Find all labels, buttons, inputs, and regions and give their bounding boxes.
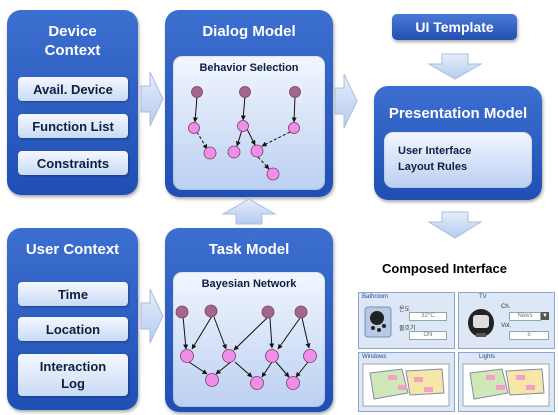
bathroom-thumbnail-title: Bathroom	[362, 294, 389, 300]
tv-channel-dropdown-icon: ▼	[541, 312, 549, 320]
user-context-panel: User Context Time Location Interaction L…	[7, 228, 138, 410]
bathroom-label-temp: 온도	[399, 307, 411, 313]
ui-template-pill: UI Template	[392, 14, 517, 40]
bayesian-network-title: Bayesian Network	[201, 278, 297, 290]
tv-volume-value: 5	[509, 331, 549, 340]
presentation-model-title: Presentation Model	[388, 105, 528, 122]
arrow-template-to-presentation	[427, 53, 483, 80]
tv-channel-value: News	[509, 312, 541, 321]
device-context-item-avail-device: Avail. Device	[18, 77, 128, 101]
bathroom-water-value: ON	[409, 331, 447, 340]
behavior-selection-box: Behavior Selection	[173, 56, 325, 190]
behavior-selection-title: Behavior Selection	[199, 62, 299, 74]
arrow-dialog-to-presentation	[334, 73, 358, 129]
arrow-device-to-dialog	[140, 71, 164, 127]
presentation-line-layout-rules: Layout Rules	[398, 161, 468, 173]
user-context-item-time: Time	[18, 282, 128, 306]
arrow-task-to-dialog	[221, 198, 277, 225]
presentation-inner-box: User Interface Layout Rules	[384, 132, 532, 188]
windows-thumbnail-title: Windows	[362, 354, 387, 360]
device-context-title-line1: Device	[48, 23, 97, 40]
presentation-line-user-interface: User Interface	[398, 145, 472, 157]
task-model-title: Task Model	[208, 241, 290, 258]
tv-thumbnail-title: TV	[479, 294, 487, 300]
user-context-title: User Context	[25, 241, 120, 258]
lights-thumbnail: Lights	[458, 352, 555, 412]
dialog-model-title: Dialog Model	[202, 23, 296, 40]
windows-thumbnail: Windows	[358, 352, 455, 412]
lights-floorplan-icon	[462, 363, 550, 407]
shower-icon	[364, 306, 392, 338]
user-context-item-location: Location	[18, 317, 128, 341]
device-context-title-line2: Context	[44, 42, 101, 59]
task-model-panel: Task Model Bayesian Network	[165, 228, 333, 412]
user-context-item-interaction-log: Interaction Log	[18, 354, 128, 396]
composed-interface-title: Composed Interface	[382, 261, 507, 276]
arrow-user-to-task	[140, 288, 164, 344]
tv-icon	[468, 309, 494, 337]
device-context-item-function-list: Function List	[18, 114, 128, 138]
tv-thumbnail: TV Ch. News ▼ Vol. 5	[458, 292, 555, 349]
windows-floorplan-icon	[362, 363, 450, 407]
presentation-model-panel: Presentation Model User Interface Layout…	[374, 86, 542, 200]
bathroom-thumbnail: Bathroom 온도 32°C 물흐기 ON	[358, 292, 455, 349]
arrow-presentation-to-composed	[427, 211, 483, 239]
device-context-item-constraints: Constraints	[18, 151, 128, 175]
bathroom-label-water: 물흐기	[399, 326, 416, 332]
device-context-panel: Device Context Avail. Device Function Li…	[7, 10, 138, 195]
lights-thumbnail-title: Lights	[479, 354, 496, 360]
dialog-model-panel: Dialog Model Behavior Selection	[165, 10, 333, 197]
tv-label-volume: Vol.	[501, 323, 512, 329]
bayesian-network-box: Bayesian Network	[173, 272, 325, 407]
bathroom-temp-value: 32°C	[409, 312, 447, 321]
tv-label-channel: Ch.	[501, 304, 511, 310]
